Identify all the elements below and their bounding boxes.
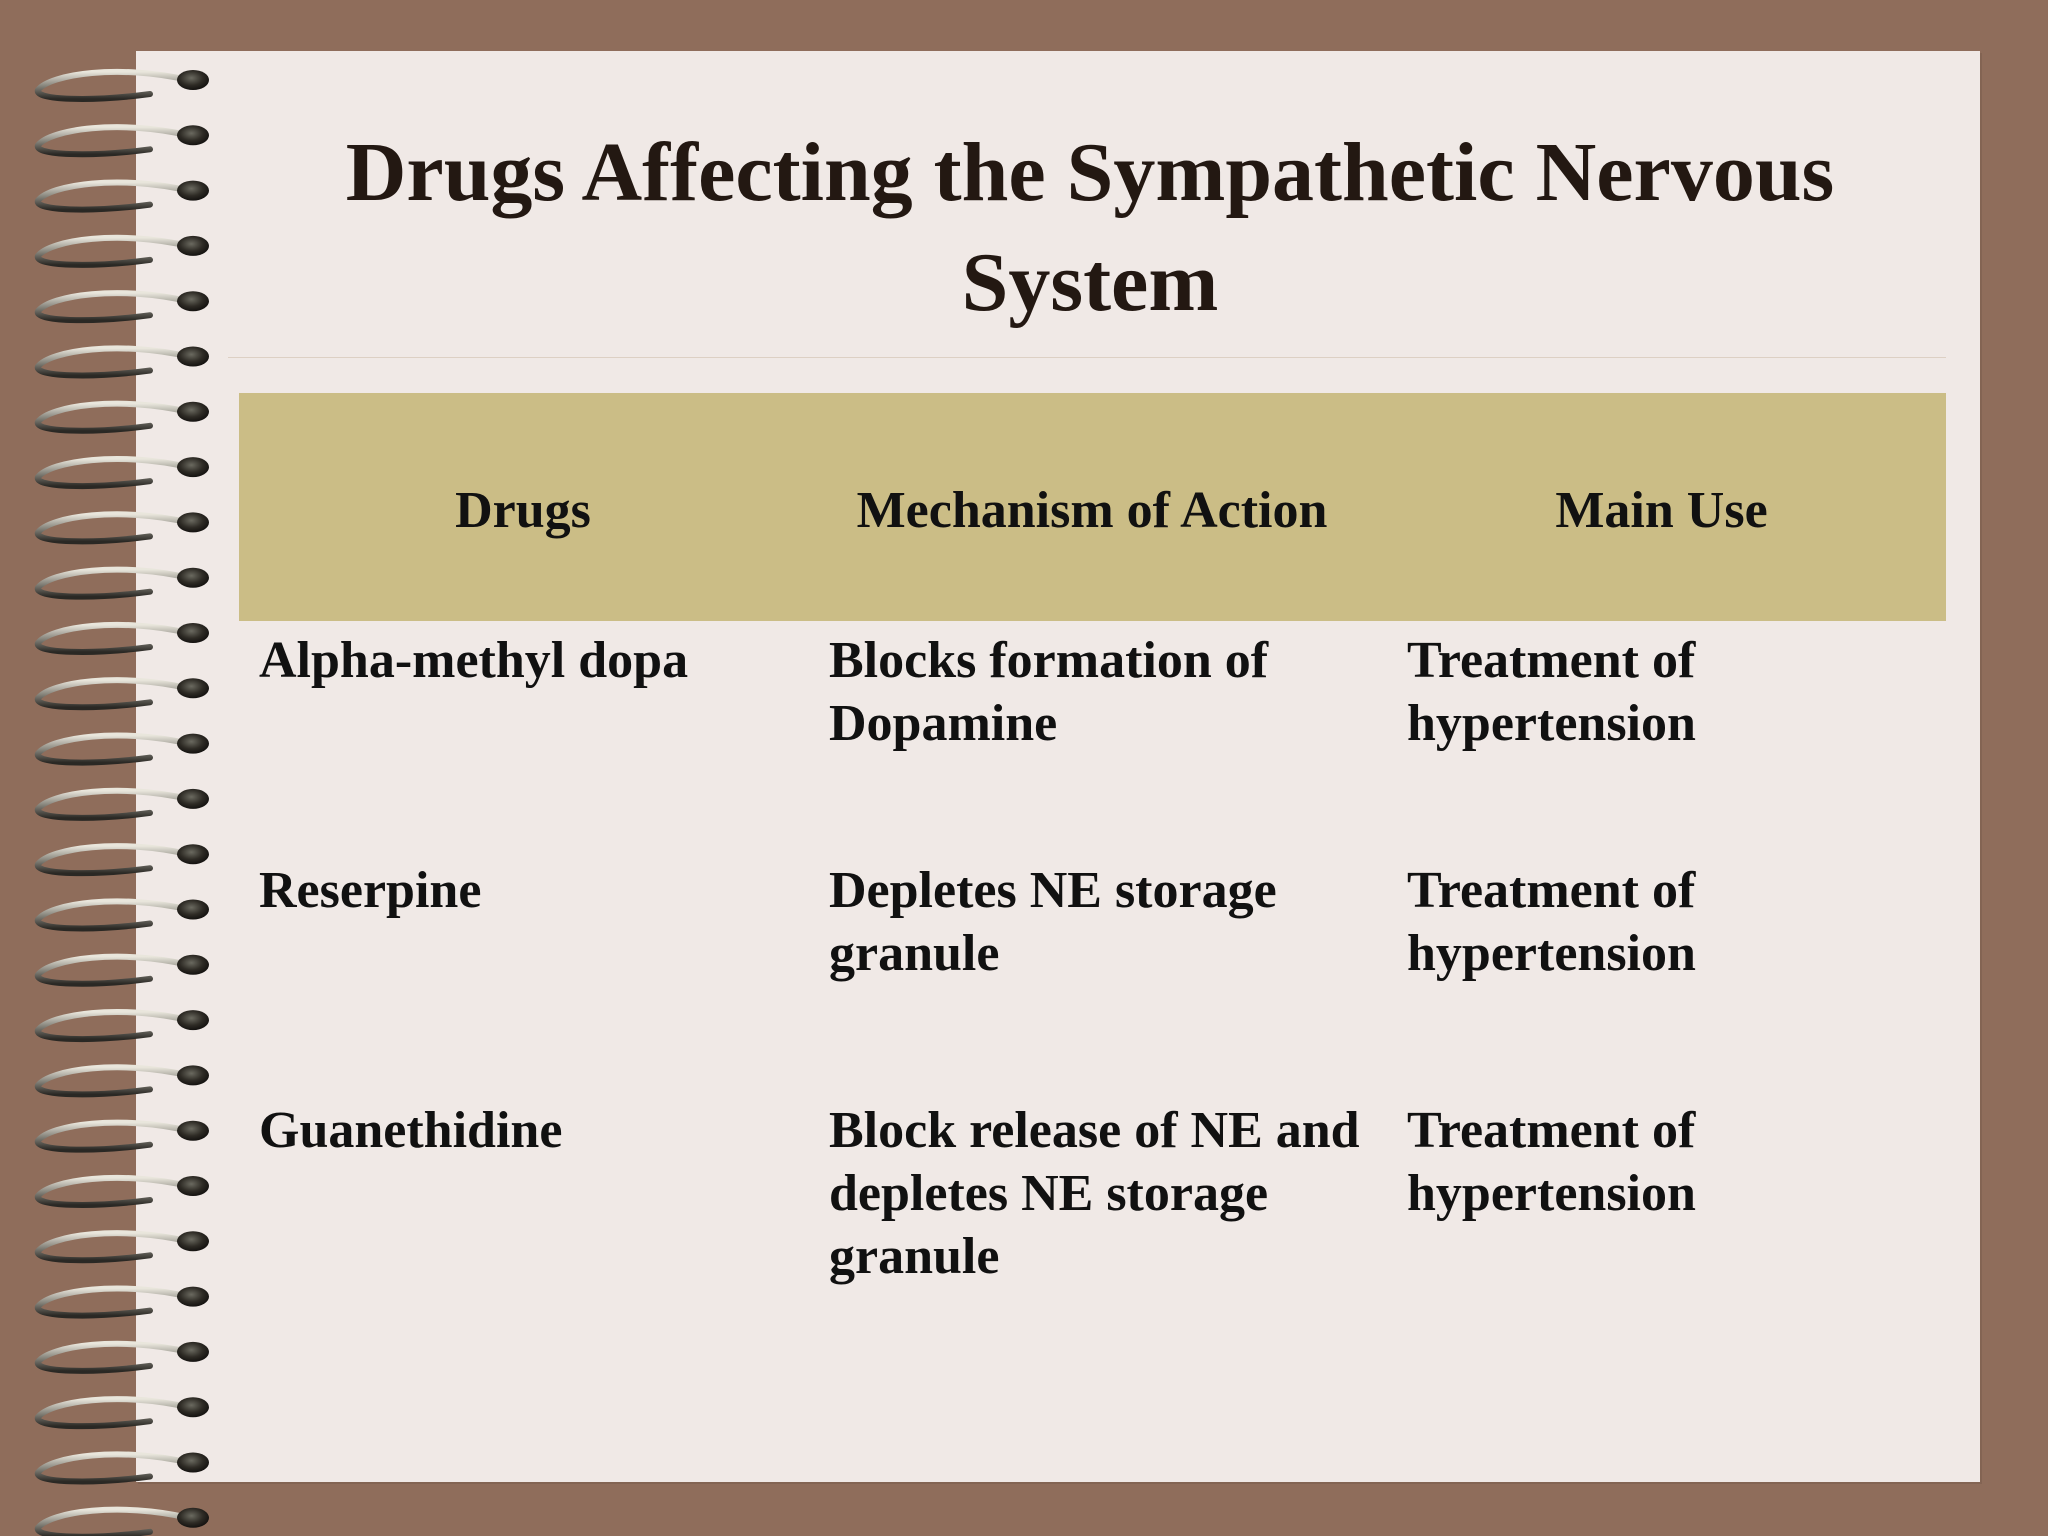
drug-name-cell: Reserpine bbox=[259, 862, 482, 919]
table-row: Guanethidine Block release of NE and dep… bbox=[239, 1099, 1946, 1340]
mechanism-cell: Depletes NE storage granule bbox=[829, 862, 1277, 982]
table-row: Alpha-methyl dopa Blocks formation of Do… bbox=[239, 621, 1946, 859]
header-mechanism: Mechanism of Action bbox=[856, 482, 1328, 539]
drug-table: Drugs Mechanism of Action Main Use Alpha… bbox=[239, 393, 1946, 1340]
drug-name-cell: Guanethidine bbox=[259, 1102, 563, 1159]
spiral-coil bbox=[35, 1506, 191, 1536]
title-divider bbox=[228, 357, 1946, 358]
binding-hole bbox=[177, 1507, 209, 1528]
slide-title: Drugs Affecting the Sympathetic Nervous … bbox=[345, 126, 1835, 329]
main-use-cell: Treatment of hypertension bbox=[1407, 862, 1696, 982]
slide-page bbox=[136, 51, 1980, 1482]
table-row: Reserpine Depletes NE storage granule Tr… bbox=[239, 859, 1946, 1099]
table-header-row: Drugs Mechanism of Action Main Use bbox=[239, 393, 1946, 621]
main-use-cell: Treatment of hypertension bbox=[1407, 1102, 1696, 1222]
drug-name-cell: Alpha-methyl dopa bbox=[259, 632, 689, 689]
header-main-use: Main Use bbox=[1555, 482, 1768, 539]
header-drugs: Drugs bbox=[455, 482, 591, 539]
mechanism-cell: Blocks formation of Dopamine bbox=[829, 632, 1269, 752]
main-use-cell: Treatment of hypertension bbox=[1407, 632, 1696, 752]
mechanism-cell: Block release of NE and depletes NE stor… bbox=[829, 1102, 1360, 1285]
